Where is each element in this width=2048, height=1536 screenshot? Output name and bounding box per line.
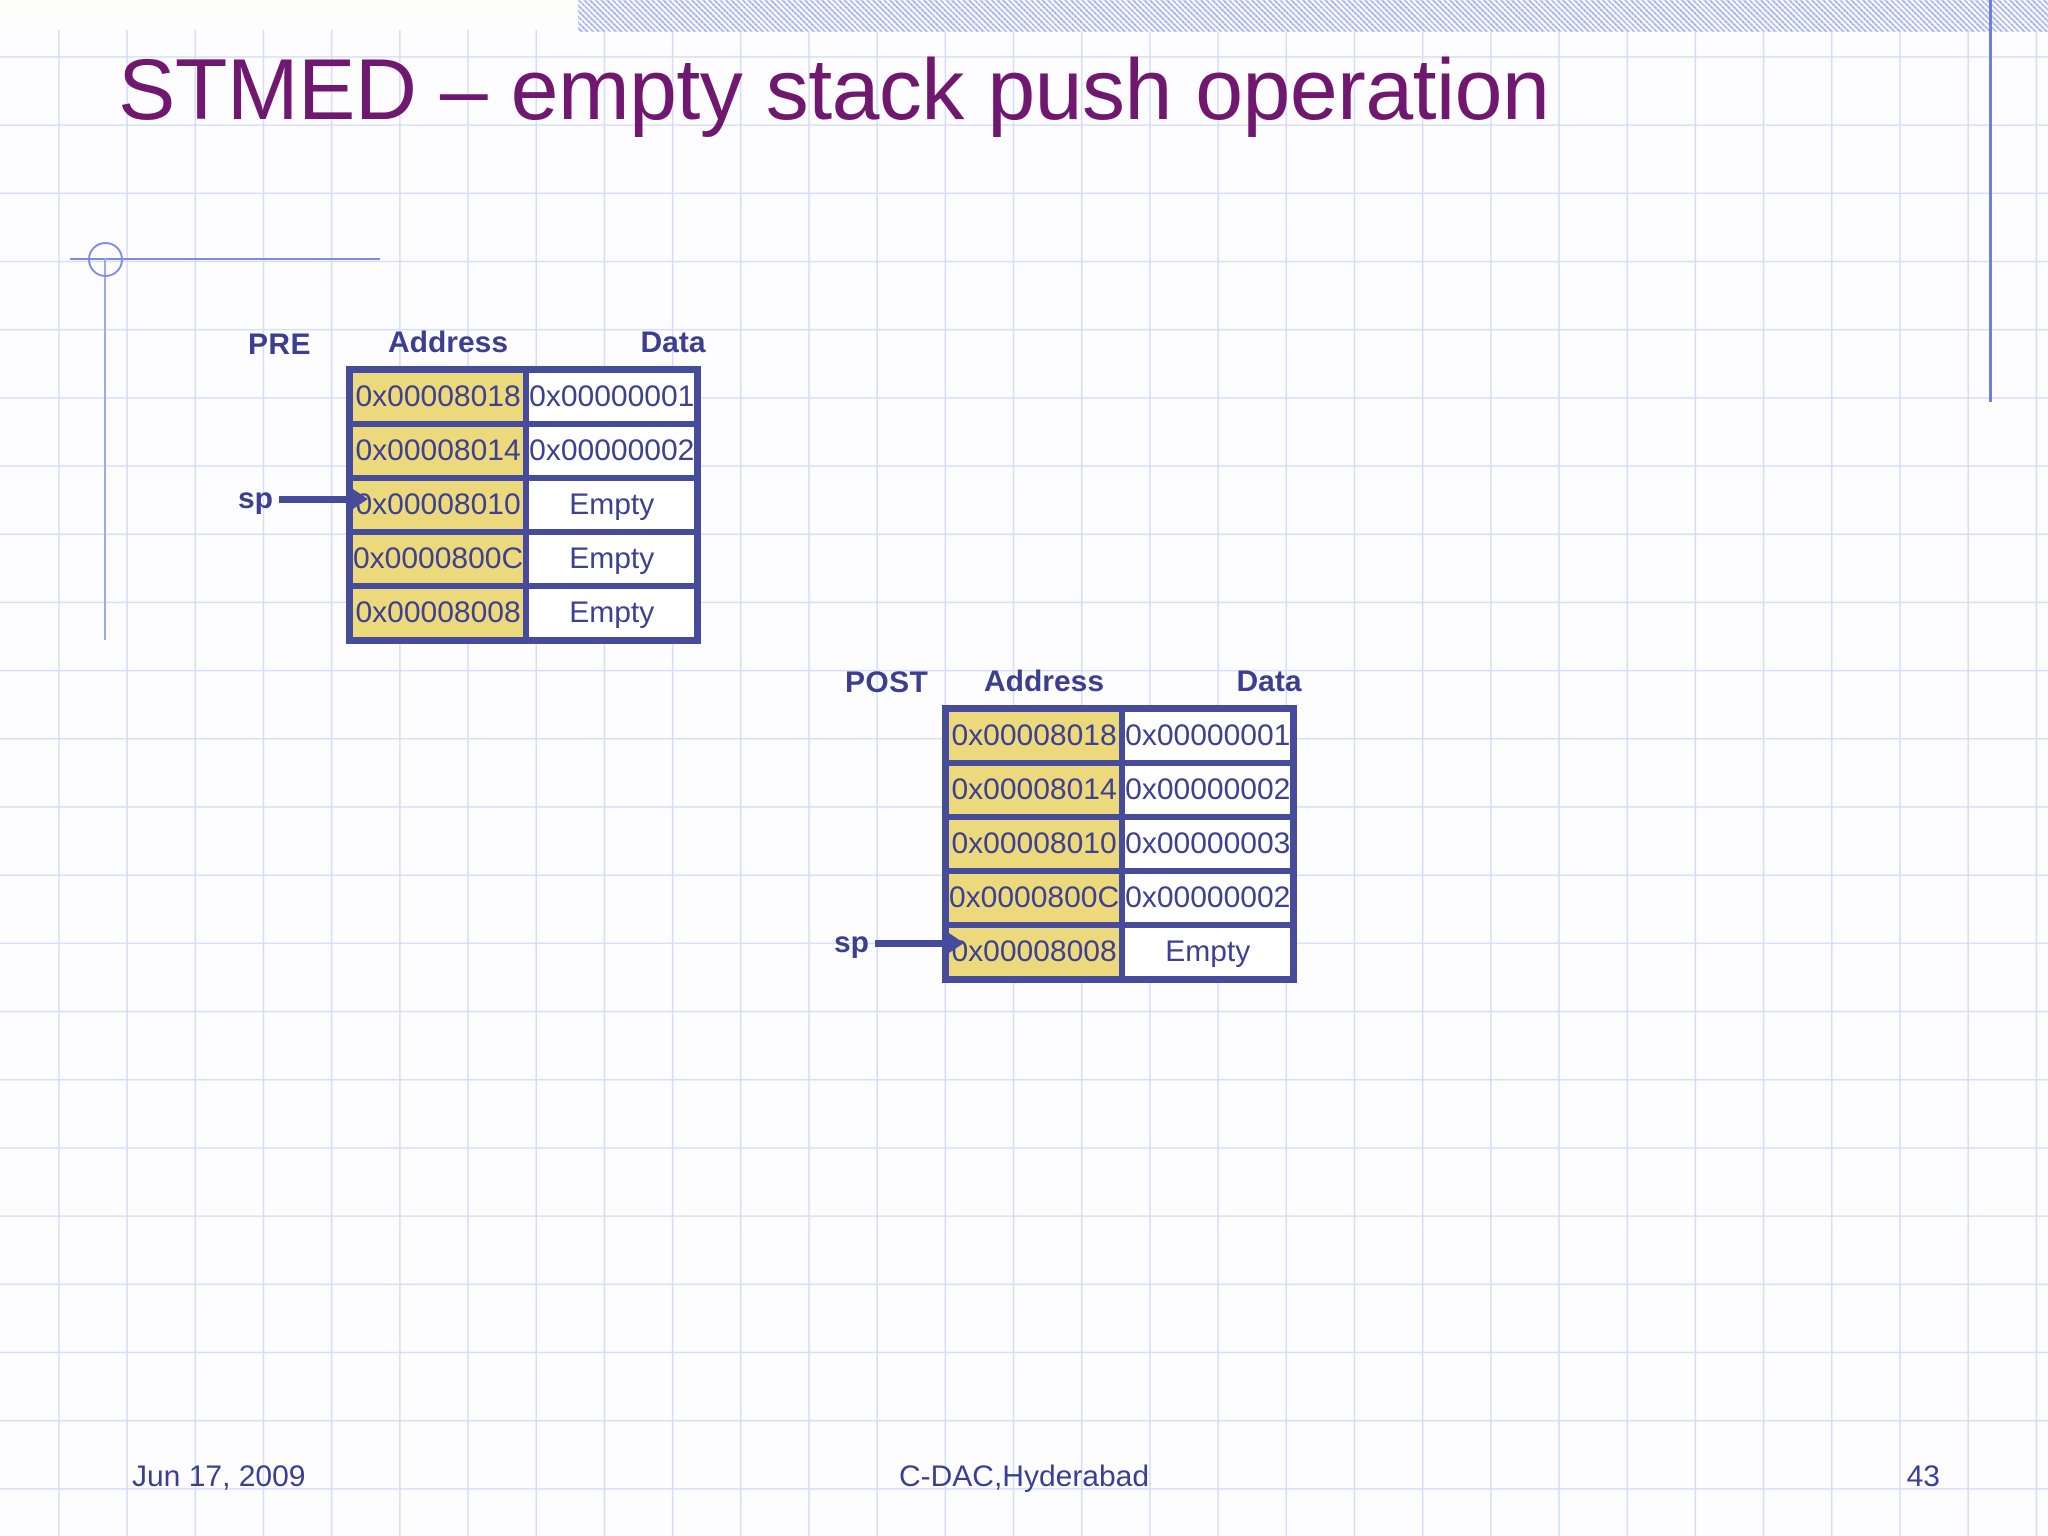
pre-data-cell: Empty <box>526 478 698 532</box>
pre-address-cell: 0x00008008 <box>350 586 527 640</box>
footer-page-number: 43 <box>1906 1460 1940 1493</box>
table-row: 0x00008008 Empty <box>946 925 1294 979</box>
pre-data-cell: 0x00000001 <box>526 370 698 424</box>
post-data-cell: 0x00000001 <box>1122 709 1294 763</box>
pre-data-cell: Empty <box>526 532 698 586</box>
right-accent-rule <box>1989 0 1992 402</box>
title-underline-rule <box>70 258 380 260</box>
table-row: 0x00008010 0x00000003 <box>946 817 1294 871</box>
pre-data-column-header: Data <box>640 326 706 359</box>
pre-address-cell: 0x0000800C <box>350 532 527 586</box>
pre-sp-arrow-icon <box>279 495 352 503</box>
post-address-column-header: Address <box>983 665 1105 698</box>
post-sp-arrow-icon <box>875 939 948 947</box>
table-row: 0x00008018 0x00000001 <box>350 370 698 424</box>
pre-state-label: PRE <box>248 328 311 361</box>
pre-address-column-header: Address <box>387 326 509 359</box>
top-left-blank-patch <box>0 0 578 30</box>
post-stack-pointer: sp <box>834 926 948 960</box>
pre-sp-label: sp <box>238 482 274 515</box>
post-data-cell: 0x00000002 <box>1122 763 1294 817</box>
footer-date: Jun 17, 2009 <box>132 1460 306 1493</box>
pre-stack-pointer: sp <box>238 482 352 516</box>
pre-data-cell: 0x00000002 <box>526 424 698 478</box>
table-row: 0x00008018 0x00000001 <box>946 709 1294 763</box>
post-address-cell: 0x00008018 <box>946 709 1123 763</box>
table-row: 0x0000800C 0x00000002 <box>946 871 1294 925</box>
table-row: 0x00008014 0x00000002 <box>350 424 698 478</box>
table-row: 0x00008014 0x00000002 <box>946 763 1294 817</box>
post-state-label: POST <box>845 666 929 699</box>
post-data-cell: Empty <box>1122 925 1294 979</box>
post-data-column-header: Data <box>1236 665 1302 698</box>
pre-data-cell: Empty <box>526 586 698 640</box>
pre-address-cell: 0x00008018 <box>350 370 527 424</box>
table-row: 0x0000800C Empty <box>350 532 698 586</box>
post-data-cell: 0x00000002 <box>1122 871 1294 925</box>
post-address-cell: 0x00008008 <box>946 925 1123 979</box>
table-row: 0x00008008 Empty <box>350 586 698 640</box>
post-address-cell: 0x0000800C <box>946 871 1123 925</box>
slide-footer: Jun 17, 2009 C-DAC,Hyderabad 43 <box>0 1460 2048 1500</box>
pre-memory-table: 0x00008018 0x00000001 0x00008014 0x00000… <box>346 366 702 644</box>
footer-organization: C-DAC,Hyderabad <box>898 1460 1150 1493</box>
slide-title: STMED – empty stack push operation <box>118 42 1550 138</box>
pre-address-cell: 0x00008014 <box>350 424 527 478</box>
post-memory-table: 0x00008018 0x00000001 0x00008014 0x00000… <box>942 705 1298 983</box>
title-vertical-rule <box>104 258 106 640</box>
table-row: 0x00008010 Empty <box>350 478 698 532</box>
post-data-cell: 0x00000003 <box>1122 817 1294 871</box>
post-address-cell: 0x00008014 <box>946 763 1123 817</box>
post-sp-label: sp <box>834 926 870 959</box>
decorative-circle-icon <box>88 242 123 277</box>
pre-address-cell: 0x00008010 <box>350 478 527 532</box>
top-hatched-band <box>578 0 2048 32</box>
post-address-cell: 0x00008010 <box>946 817 1123 871</box>
